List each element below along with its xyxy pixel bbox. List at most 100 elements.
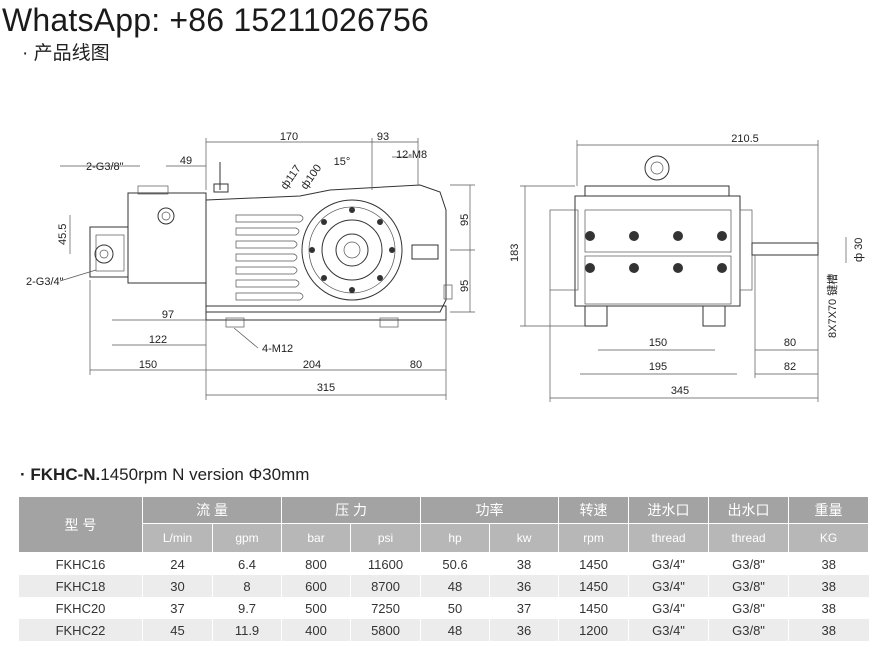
svg-text:2-G3/4": 2-G3/4"	[26, 276, 64, 288]
header-speed: 转速	[558, 496, 630, 524]
svg-text:204: 204	[303, 359, 321, 371]
svg-text:210.5: 210.5	[731, 133, 759, 145]
table-cell: 37	[489, 597, 559, 619]
table-cell: G3/8"	[708, 575, 789, 597]
unit-cell: kw	[489, 523, 560, 553]
table-cell: 1450	[558, 575, 629, 597]
spec-title: · FKHC-N.1450rpm N version Φ30mm	[20, 465, 309, 485]
table-cell: 48	[420, 619, 490, 641]
table-cell: 38	[788, 619, 869, 641]
svg-text:ф117: ф117	[279, 163, 304, 192]
unit-cell: hp	[420, 523, 491, 553]
unit-cell: thread	[708, 523, 790, 553]
unit-cell: rpm	[558, 523, 630, 553]
table-cell: 48	[420, 575, 490, 597]
side-view: 170 93 49 15° 12-M8 ф117 ф100 95 95 45.5…	[26, 131, 475, 400]
svg-text:45.5: 45.5	[57, 224, 69, 245]
svg-text:150: 150	[649, 337, 667, 349]
table-cell: G3/4"	[628, 597, 709, 619]
table-cell: 50.6	[420, 552, 490, 575]
table-cell: G3/8"	[708, 619, 789, 641]
svg-text:122: 122	[149, 334, 167, 346]
header-pressure: 压 力	[281, 496, 422, 524]
section-title-product-drawing: · 产品线图	[22, 43, 110, 64]
svg-text:95: 95	[459, 214, 471, 226]
table-cell: 38	[788, 597, 869, 619]
table-cell: G3/4"	[628, 552, 709, 575]
table-cell: 30	[142, 575, 213, 597]
svg-text:95: 95	[459, 280, 471, 292]
end-view-body	[574, 195, 741, 307]
table-cell: FKHC20	[18, 597, 143, 619]
svg-text:8X7X70 键槽: 8X7X70 键槽	[825, 274, 839, 338]
table-cell: 37	[142, 597, 213, 619]
table-cell: 800	[281, 552, 351, 575]
svg-text:150: 150	[139, 359, 157, 371]
svg-text:ф100: ф100	[299, 162, 325, 191]
header-weight: 重量	[788, 496, 870, 524]
svg-text:195: 195	[649, 361, 667, 373]
svg-text:80: 80	[784, 337, 796, 349]
table-cell: 38	[489, 552, 559, 575]
table-cell: 7250	[350, 597, 421, 619]
table-cell: 1450	[558, 552, 629, 575]
unit-cell: gpm	[211, 523, 283, 553]
table-cell: G3/4"	[628, 619, 709, 641]
header-power: 功率	[420, 496, 560, 524]
svg-text:15°: 15°	[334, 156, 351, 168]
table-cell: FKHC22	[18, 619, 143, 641]
table-cell: 24	[142, 552, 213, 575]
table-cell: 500	[281, 597, 351, 619]
table-cell: G3/8"	[708, 597, 789, 619]
table-cell: 1450	[558, 597, 629, 619]
technical-drawing: 170 93 49 15° 12-M8 ф117 ф100 95 95 45.5…	[26, 131, 865, 402]
table-cell: G3/4"	[628, 575, 709, 597]
table-row: FKHC18 30 8 600 8700 48 36 1450 G3/4" G3…	[18, 575, 869, 597]
header-flow: 流 量	[141, 496, 283, 524]
whatsapp-contact: WhatsApp: +86 15211026756	[2, 2, 429, 38]
table-cell: 5800	[350, 619, 421, 641]
svg-text:97: 97	[162, 309, 174, 321]
header-inlet: 进水口	[628, 496, 710, 524]
svg-text:183: 183	[509, 244, 521, 262]
table-cell: 38	[788, 575, 869, 597]
spec-table: 型 号 流 量 压 力 功率 转速 进水口 出水口 重量 L/min gpm b…	[18, 496, 870, 641]
table-cell: 600	[281, 575, 351, 597]
table-cell: 11.9	[211, 619, 282, 641]
table-cell: 6.4	[211, 552, 282, 575]
table-cell: 400	[281, 619, 351, 641]
dim-170: 170	[280, 131, 298, 143]
table-cell: 50	[420, 597, 490, 619]
svg-text:4-M12: 4-M12	[262, 343, 293, 355]
svg-text:12-M8: 12-M8	[396, 149, 427, 161]
table-cell: 36	[489, 575, 559, 597]
dim-49: 49	[180, 155, 192, 167]
spec-title-model: · FKHC-N.	[20, 465, 101, 484]
unit-cell: KG	[788, 523, 870, 553]
spec-title-details: 1450rpm N version Φ30mm	[100, 465, 310, 484]
unit-cell: psi	[350, 523, 422, 553]
table-cell: 8	[211, 575, 282, 597]
table-cell: FKHC16	[18, 552, 143, 575]
end-view: 210.5 183 ф 30 8X7X70 键槽 150 80 195 82 3…	[509, 133, 865, 402]
table-cell: FKHC18	[18, 575, 143, 597]
header-model: 型 号	[18, 496, 143, 553]
table-cell: G3/8"	[708, 552, 789, 575]
dim-93: 93	[377, 131, 389, 143]
shaft	[751, 242, 819, 256]
table-cell: 36	[489, 619, 559, 641]
unit-cell: L/min	[142, 523, 213, 553]
svg-text:82: 82	[784, 361, 796, 373]
svg-text:315: 315	[317, 382, 335, 394]
table-cell: 38	[788, 552, 869, 575]
table-row: FKHC16 24 6.4 800 11600 50.6 38 1450 G3/…	[18, 552, 869, 575]
inlet-port-block	[89, 226, 129, 278]
svg-text:345: 345	[671, 385, 689, 397]
table-cell: 1200	[558, 619, 629, 641]
svg-text:ф 30: ф 30	[853, 238, 865, 262]
table-row: FKHC22 45 11.9 400 5800 48 36 1200 G3/4"…	[18, 619, 869, 641]
unit-cell: bar	[281, 523, 352, 553]
table-cell: 9.7	[211, 597, 282, 619]
svg-text:2-G3/8": 2-G3/8"	[86, 161, 124, 173]
table-row: FKHC20 37 9.7 500 7250 50 37 1450 G3/4" …	[18, 597, 869, 619]
